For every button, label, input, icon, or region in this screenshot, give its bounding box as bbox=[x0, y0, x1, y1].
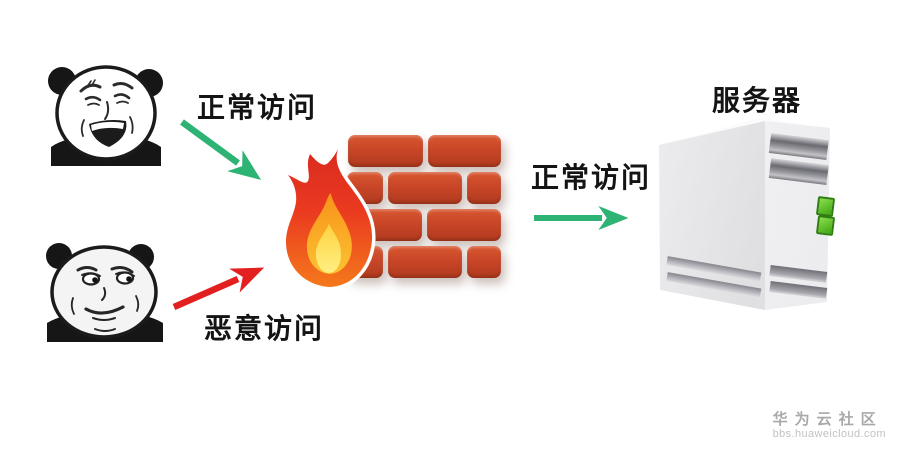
brick-row bbox=[347, 209, 501, 241]
firewall-brick bbox=[388, 246, 462, 278]
firewall-brick bbox=[388, 172, 462, 204]
panda-smug-meme-icon bbox=[46, 243, 163, 342]
server-power-led bbox=[815, 196, 836, 217]
firewall-brick bbox=[467, 246, 501, 278]
firewall-brick bbox=[428, 135, 501, 167]
watermark-site-url: bbs.huaweicloud.com bbox=[772, 428, 886, 441]
firewall-brick bbox=[348, 135, 423, 167]
arrow-normal-inbound bbox=[180, 119, 262, 180]
label-normal-access-inbound: 正常访问 bbox=[197, 91, 318, 124]
label-normal-access-outbound: 正常访问 bbox=[531, 161, 652, 194]
firewall-brick-wall bbox=[347, 135, 501, 278]
brick-row bbox=[347, 172, 501, 204]
label-malicious-access: 恶意访问 bbox=[204, 312, 325, 345]
watermark: 华为云社区 bbs.huaweicloud.com bbox=[773, 410, 886, 443]
label-server: 服务器 bbox=[712, 84, 803, 117]
server-status-led bbox=[815, 215, 836, 236]
brick-row bbox=[347, 135, 501, 167]
flame-icon bbox=[282, 146, 376, 291]
arrow-malicious-inbound bbox=[172, 267, 265, 310]
firewall-brick bbox=[467, 172, 501, 204]
arrow-normal-outbound bbox=[534, 206, 629, 230]
server-tower-icon bbox=[659, 118, 836, 314]
panda-laughing-meme-icon bbox=[48, 65, 163, 166]
watermark-site-name: 华为云社区 bbox=[772, 409, 883, 428]
firewall-brick bbox=[427, 209, 501, 241]
